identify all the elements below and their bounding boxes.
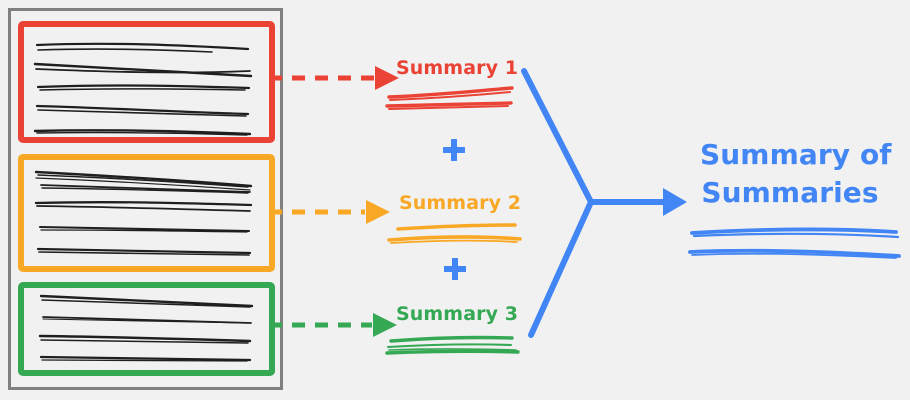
merge-arrow-head <box>663 188 687 216</box>
summary-3-text-lines <box>385 335 520 355</box>
document-green-border <box>18 282 275 376</box>
arrow-doc-green-to-summary-3 <box>269 313 397 337</box>
document-orange-text-lines-extra <box>35 177 251 191</box>
summary-1-label: Summary 1 <box>396 57 519 79</box>
final-summary-label-line-1: Summary of <box>700 138 892 171</box>
summary-2-text-lines <box>387 223 522 244</box>
summary-3-label: Summary 3 <box>396 303 519 325</box>
arrow-doc-red-to-summary-1 <box>269 66 399 90</box>
merge-arrow-branch-top <box>521 68 594 205</box>
document-green-text-lines <box>38 294 254 362</box>
document-red-text-lines <box>33 42 253 136</box>
merge-arrow <box>521 68 687 338</box>
merge-arrow-branch-bottom <box>528 199 594 338</box>
arrow-green-head <box>373 313 397 337</box>
summary-2-label: Summary 2 <box>399 192 522 214</box>
arrow-red-head <box>375 66 399 90</box>
document-green[interactable] <box>18 282 275 376</box>
document-red-border <box>18 21 275 143</box>
document-red[interactable] <box>18 21 275 143</box>
document-orange[interactable] <box>18 154 275 272</box>
final-summary-label: Summary of Summaries <box>700 136 892 212</box>
document-collection-panel <box>8 8 283 390</box>
final-summary-text-lines <box>688 227 901 259</box>
arrow-orange-head <box>366 200 390 224</box>
final-summary-label-line-2: Summaries <box>701 176 879 209</box>
document-orange-text-lines <box>34 170 253 256</box>
arrow-doc-orange-to-summary-2 <box>269 200 390 224</box>
summary-1-text-lines <box>385 86 514 110</box>
